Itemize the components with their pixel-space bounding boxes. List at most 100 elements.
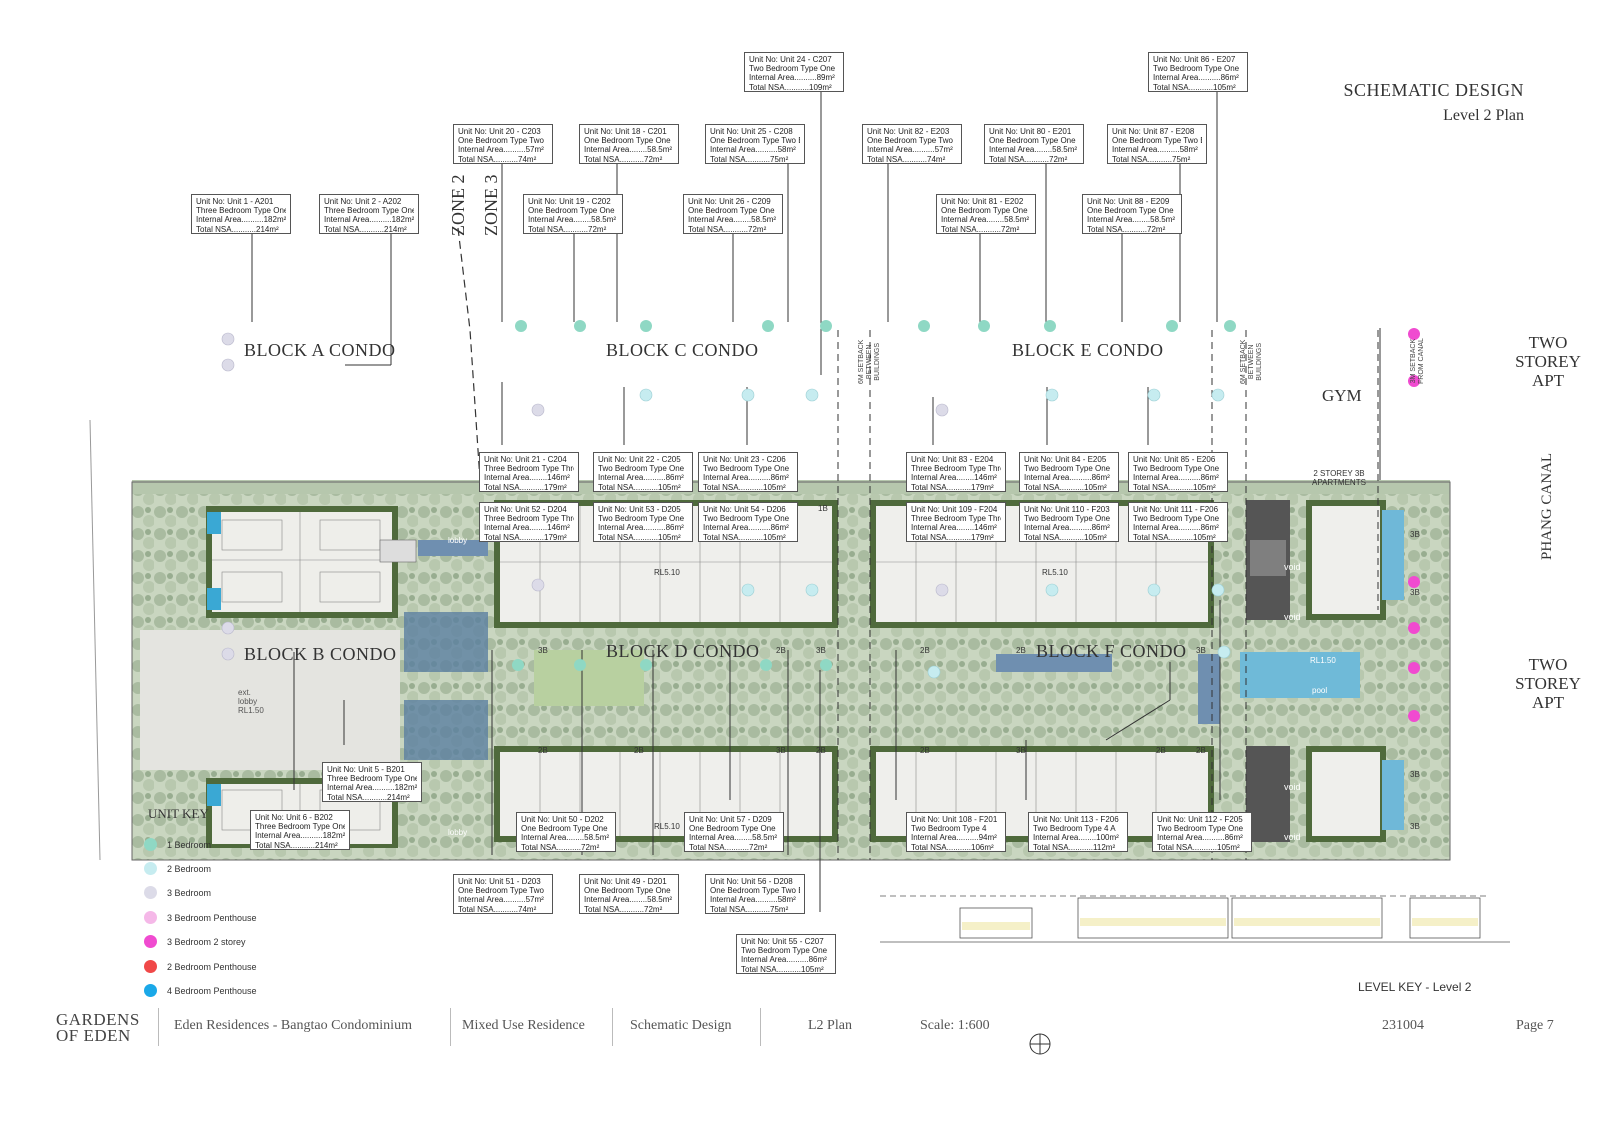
- unit-info-line: Unit No: Unit 57 - D209: [689, 815, 772, 824]
- unit-info-line: Internal Area..........86m²: [703, 523, 789, 533]
- apartments-3b-label: 2 STOREY 3B APARTMENTS: [1312, 469, 1366, 487]
- void-label: void: [1284, 782, 1301, 792]
- unit-info-line: One Bedroom Type Two B: [1112, 136, 1202, 146]
- unit-info-line: Total NSA...........214m²: [255, 840, 338, 850]
- unit-info-line: Unit No: Unit 83 - E204: [911, 455, 994, 464]
- setback-label-2: 6M SETBACK BETWEEN BUILDINGS: [1240, 340, 1264, 384]
- unit-info-line: One Bedroom Type One: [584, 886, 671, 896]
- unit-info-line: Unit No: Unit 5 - B201: [327, 765, 405, 774]
- unit-info-line: Two Bedroom Type One: [1133, 514, 1220, 524]
- unit-key-title: UNIT KEY: [148, 806, 209, 821]
- block-f-label: BLOCK F CONDO: [1036, 641, 1187, 661]
- unit-info-line: Unit No: Unit 55 - C207: [741, 937, 824, 946]
- gardens-of-eden-logo: GARDENS OF EDEN: [56, 1011, 140, 1045]
- rl-label: RL5.10: [654, 822, 680, 831]
- unit-info-line: Unit No: Unit 6 - B202: [255, 813, 333, 822]
- ext-lobby-label: ext. lobby RL1.50: [238, 688, 264, 715]
- unit-tag: 2B: [1156, 746, 1166, 755]
- unit-info-line: Two Bedroom Type One: [1133, 464, 1220, 474]
- unit-info-line: Two Bedroom Type One: [1153, 64, 1240, 74]
- unit-info-line: Total NSA...........109m²: [749, 82, 832, 92]
- unit-info-line: Unit No: Unit 108 - F201: [911, 815, 998, 824]
- unit-info-line: Unit No: Unit 80 - E201: [989, 127, 1072, 136]
- block-b-lobby-area: [140, 630, 400, 770]
- unit-info-line: Total NSA...........112m²: [1033, 842, 1116, 852]
- unit-info-line: Unit No: Unit 24 - C207: [749, 55, 832, 64]
- unit-info-line: Unit No: Unit 23 - C206: [703, 455, 786, 464]
- unit-info-line: Total NSA...........72m²: [584, 904, 663, 914]
- unit-info-line: Internal Area........146m²: [484, 523, 570, 533]
- unit-info-line: Two Bedroom Type 4: [911, 824, 987, 834]
- unit-info-line: Total NSA...........105m²: [598, 482, 681, 492]
- unit-info-line: Internal Area..........86m²: [1133, 523, 1219, 533]
- unit-info-line: Unit No: Unit 111 - F206: [1133, 505, 1219, 514]
- apartments-3b-line: APARTMENTS: [1312, 478, 1366, 487]
- unit-info-line: Internal Area........146m²: [911, 523, 997, 533]
- unit-info-line: Total NSA...........179m²: [484, 482, 567, 492]
- zone-3-label: ZONE 3: [481, 174, 501, 237]
- unit-info-line: Total NSA...........75m²: [710, 904, 789, 914]
- unit-tag: 2B: [634, 746, 644, 755]
- unit-key-item: 1 Bedroom: [144, 838, 211, 851]
- 3-bedroom-penthouse-swatch-icon: [144, 911, 157, 924]
- setback-label-3: 3M SETBACK FROM CANAL: [1410, 338, 1426, 384]
- unit-info-line: Internal Area........58.5m²: [989, 145, 1078, 155]
- unit-info-line: Internal Area..........182m²: [324, 215, 414, 225]
- unit-info-line: Unit No: Unit 109 - F204: [911, 505, 998, 514]
- unit-info-line: Total NSA...........74m²: [458, 904, 537, 914]
- unit-info-line: Internal Area..........86m²: [1153, 73, 1239, 83]
- unit-info-line: One Bedroom Type One: [521, 824, 608, 834]
- unit-info-line: Unit No: Unit 50 - D202: [521, 815, 604, 824]
- unit-tag: 2B: [920, 646, 930, 655]
- setback-line: 6M SETBACK: [858, 339, 865, 384]
- unit-tag: 2B: [1196, 746, 1206, 755]
- unit-info-line: Three Bedroom Type One: [324, 206, 414, 216]
- footer-page: Page 7: [1516, 1018, 1554, 1033]
- unit-info-line: Unit No: Unit 18 - C201: [584, 127, 667, 136]
- unit-info-line: Internal Area..........57m²: [458, 895, 544, 905]
- setback-line: BUILDINGS: [1256, 342, 1263, 381]
- north-arrow-icon: [1029, 1033, 1051, 1055]
- logo-line: OF EDEN: [56, 1026, 131, 1045]
- unit-info-line: Internal Area..........86m²: [1133, 473, 1219, 483]
- apartments-3b-line: 2 STOREY 3B: [1313, 469, 1365, 478]
- unit-info-line: One Bedroom Type One: [989, 136, 1076, 146]
- unit-info-line: Two Bedroom Type One: [703, 514, 790, 524]
- unit-info-line: One Bedroom Type One: [688, 206, 775, 216]
- unit-info-line: One Bedroom Type Two: [867, 136, 953, 146]
- unit-info-line: Three Bedroom Type One: [196, 206, 286, 216]
- unit-info-line: Three Bedroom Type Three: [911, 464, 1001, 474]
- unit-info-line: Unit No: Unit 51 - D203: [458, 877, 541, 886]
- unit-info-line: Internal Area..........86m²: [1157, 833, 1243, 843]
- unit-tag: 2B: [1016, 646, 1026, 655]
- ext-lobby-line: RL1.50: [238, 706, 264, 715]
- unit-key-item: 4 Bedroom Penthouse: [144, 984, 257, 997]
- void-label: void: [1284, 562, 1301, 572]
- unit-info-line: One Bedroom Type Two: [458, 136, 544, 146]
- pool: [1240, 652, 1360, 698]
- unit-tag: 1B: [818, 504, 828, 513]
- unit-info-line: Unit No: Unit 82 - E203: [867, 127, 950, 136]
- unit-info-line: Two Bedroom Type One: [741, 946, 828, 956]
- unit-info-line: Internal Area..........57m²: [867, 145, 953, 155]
- unit-info-line: Unit No: Unit 22 - C205: [598, 455, 681, 464]
- phang-canal-label: PHANG CANAL: [1539, 452, 1555, 560]
- rl-label: RL5.10: [1042, 568, 1068, 577]
- unit-info-line: Internal Area..........182m²: [255, 831, 345, 841]
- unit-info-line: Internal Area........58.5m²: [584, 895, 673, 905]
- 2-bedroom-swatch-icon: [144, 862, 157, 875]
- unit-info-line: Internal Area..........182m²: [327, 783, 417, 793]
- unit-info-line: Unit No: Unit 88 - E209: [1087, 197, 1170, 206]
